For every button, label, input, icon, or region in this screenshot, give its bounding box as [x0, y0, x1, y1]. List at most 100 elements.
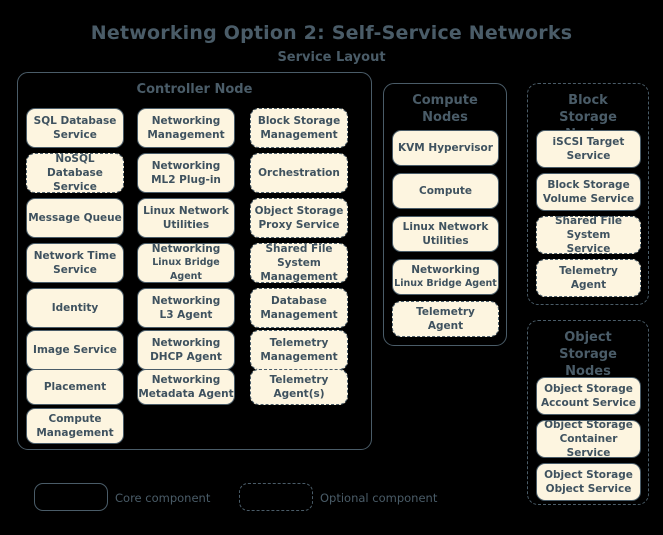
service-label-line2: Container Service: [559, 433, 618, 459]
service-label-line2: Service: [53, 181, 97, 193]
service-label-line2: Object Service: [545, 483, 632, 495]
service-label-line2: Management: [147, 129, 225, 141]
service-label-line1: Identity: [51, 302, 99, 314]
service-label-line1: Networking: [151, 160, 221, 172]
service-label-line2: Service: [566, 243, 611, 255]
service-box[interactable]: Message Queue: [26, 198, 124, 238]
legend-optional-label: Optional component: [320, 491, 438, 505]
service-label-line1: Linux Network: [402, 221, 489, 233]
service-label-line2: Account Service: [540, 397, 637, 409]
service-label-line1: Networking: [151, 374, 221, 386]
service-label-line2: Management: [36, 427, 114, 439]
service-box[interactable]: Image Service: [26, 330, 124, 370]
service-box[interactable]: Compute: [392, 173, 499, 209]
node-controller: Controller Node: [17, 72, 372, 450]
service-label-line2: Management: [260, 309, 338, 321]
service-box[interactable]: Networking L3 Agent: [137, 288, 235, 328]
service-label-line2: Agent: [570, 279, 607, 291]
service-label-line1: Object Storage: [544, 419, 633, 431]
service-box[interactable]: Orchestration: [250, 153, 348, 193]
service-label-line1: Compute: [419, 185, 472, 197]
service-label-line1: Networking: [151, 337, 221, 349]
service-label-line1: Shared File System: [265, 243, 333, 269]
service-label-line1: SQL Database: [33, 115, 117, 127]
service-label-line2: Service: [53, 264, 97, 276]
service-box[interactable]: KVM Hypervisor: [392, 130, 499, 166]
service-label-line1: Networking: [151, 295, 221, 307]
service-label-line2: Metadata Agent: [138, 388, 234, 400]
service-label-line2: Volume Service: [542, 193, 635, 205]
service-label-line2: DHCP Agent: [150, 351, 222, 363]
service-label-line2: Management: [260, 129, 338, 141]
service-label-line2: Proxy Service: [258, 219, 340, 231]
node-compute: Compute Nodes: [383, 83, 507, 346]
service-label-line1: Object Storage: [254, 205, 344, 217]
service-label-line1: Telemetry: [269, 337, 329, 349]
node-title-compute: Compute Nodes: [412, 93, 478, 125]
service-label-line1: Telemetry: [416, 306, 475, 318]
legend-core-swatch: [34, 483, 108, 511]
service-label-line2: Management: [260, 271, 338, 283]
service-label-line1: Networking: [411, 264, 480, 276]
service-label-line1: Image Service: [33, 344, 117, 356]
service-label-line1: Networking: [151, 115, 221, 127]
service-label-line1: Message Queue: [28, 212, 122, 224]
service-label-line2: Agent(s): [273, 388, 325, 400]
service-label-line1: Block Storage: [257, 115, 341, 127]
service-label-line2: ML2 Plug-in: [151, 174, 221, 186]
service-label-line1: Placement: [43, 381, 107, 393]
service-box[interactable]: Placement: [26, 369, 124, 405]
service-label-line2: Agent: [427, 320, 464, 332]
service-label-line1: Network Time: [33, 250, 117, 262]
legend-optional-swatch: [239, 483, 313, 511]
service-label-line2: Management: [260, 351, 338, 363]
service-label-line1: Telemetry: [559, 265, 618, 277]
service-label-line2: Service: [566, 150, 611, 162]
service-label-line1: Telemetry: [269, 374, 329, 386]
service-label-line2: L3 Agent: [159, 309, 213, 321]
service-label-line1: NoSQL Database: [47, 153, 103, 179]
service-label-line1: Object Storage: [544, 383, 633, 395]
service-label-line1: Orchestration: [258, 167, 340, 179]
service-box[interactable]: Identity: [26, 288, 124, 328]
service-label-line2: Utilities: [162, 219, 210, 231]
service-label-line1: Object Storage: [544, 469, 633, 481]
service-label-line2: Linux Bridge Agent: [394, 278, 497, 289]
service-label-line1: Shared File System: [554, 215, 623, 241]
service-label-line1: Compute: [48, 413, 102, 425]
legend-core-label: Core component: [115, 491, 211, 505]
page-subtitle: Service Layout: [277, 50, 386, 65]
node-title-controller: Controller Node: [136, 82, 253, 97]
service-label-line1: Networking: [151, 243, 221, 255]
node-title-object-storage: Object Storage Nodes: [559, 330, 617, 379]
service-label-line2: Service: [53, 129, 97, 141]
node-object-storage: Object Storage Nodes: [527, 320, 649, 505]
